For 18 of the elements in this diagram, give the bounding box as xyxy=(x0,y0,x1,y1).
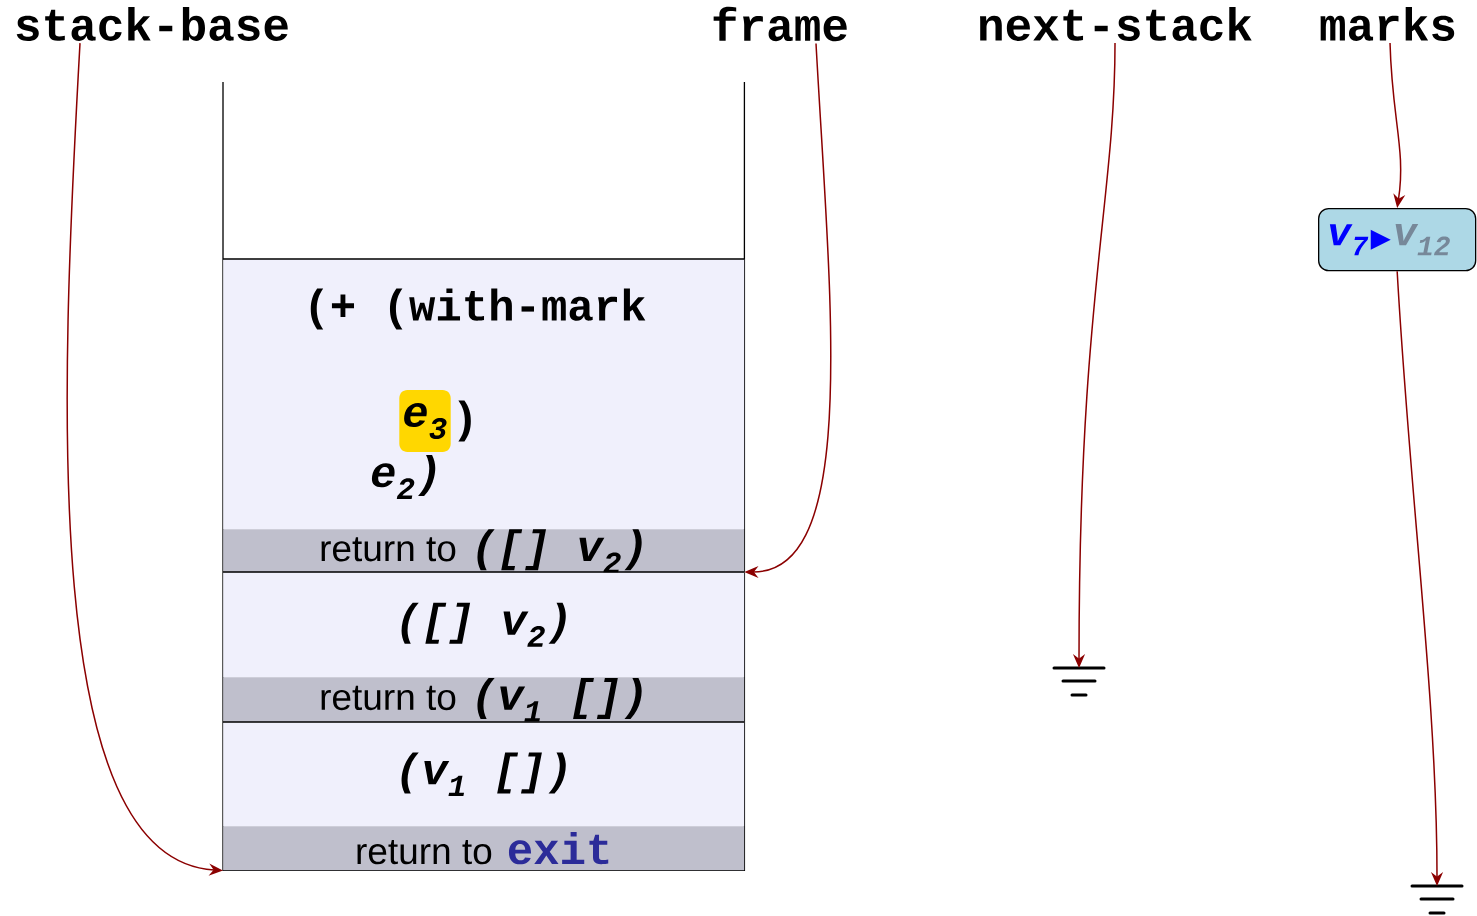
frame-area xyxy=(223,259,745,530)
frame-area: (v$_{1}$ []) xyxy=(223,722,745,827)
return-band: return to ([] v$_{2}$) xyxy=(223,529,745,574)
pointer-label: marks xyxy=(1320,7,1455,41)
code-text: (+ (with-mark xyxy=(310,288,646,330)
pointer-label: frame xyxy=(713,6,847,42)
ground-symbol xyxy=(1410,884,1464,915)
marks-box: v$_{7}$ v$_{12}$ xyxy=(1318,208,1477,272)
pointer-label: stack-base xyxy=(16,7,288,41)
return-band: return to exit xyxy=(223,826,745,871)
return-band: return to (v$_{1}$ []) xyxy=(223,677,745,723)
ground-symbol xyxy=(1052,666,1106,697)
stack-outline xyxy=(222,81,746,872)
frame-area: ([] v$_{2}$) xyxy=(223,572,745,678)
code-text: ) xyxy=(458,400,471,442)
highlighted-expression: e$_{3}$ xyxy=(399,390,451,452)
pointer-label: next-stack xyxy=(980,7,1252,41)
code-text: e$_{2}$) xyxy=(371,455,436,499)
